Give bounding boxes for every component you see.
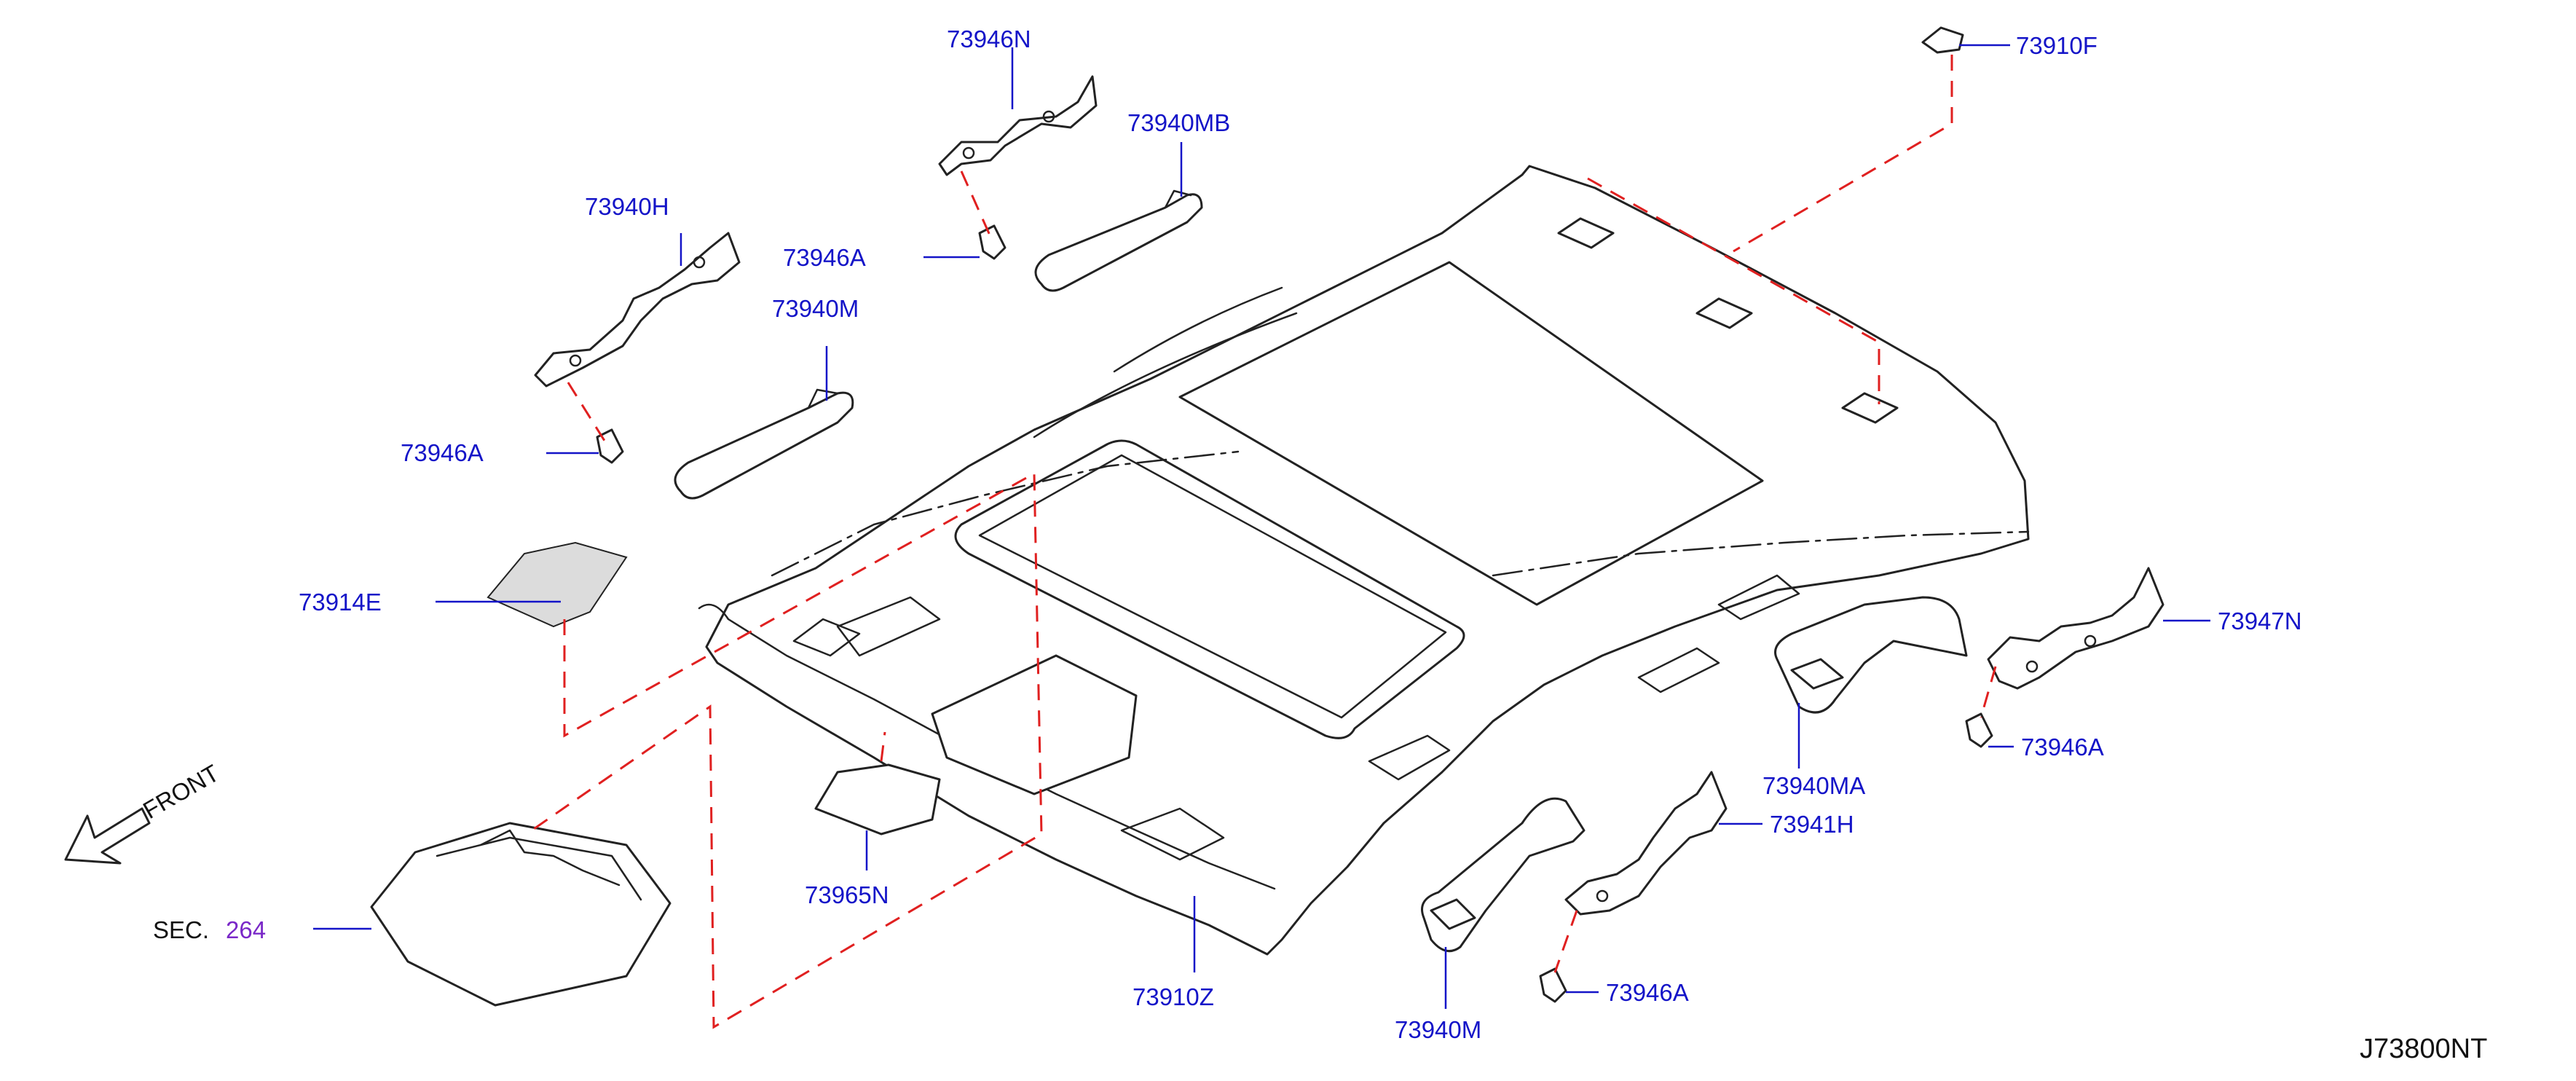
label-73940MA[interactable]: 73940MA <box>1762 772 1865 799</box>
front-label: FRONT <box>138 759 224 824</box>
label-73940M-upper[interactable]: 73940M <box>772 295 859 322</box>
map-lamp-sec264[interactable] <box>370 822 671 1007</box>
clip-73910F[interactable] <box>1921 26 1964 54</box>
label-73940MB[interactable]: 73940MB <box>1127 109 1230 136</box>
label-73946A-right[interactable]: 73946A <box>2021 734 2104 760</box>
label-73965N[interactable]: 73965N <box>805 881 889 908</box>
pad-73914E[interactable] <box>487 541 628 628</box>
label-73940H[interactable]: 73940H <box>585 193 669 220</box>
bracket-73941H[interactable] <box>1564 771 1728 916</box>
clip-73946A-right[interactable] <box>1965 712 1993 748</box>
label-73914E[interactable]: 73914E <box>299 589 382 616</box>
section-ref-number[interactable]: 264 <box>226 916 266 943</box>
part-labels: 73946N 73910F 73940MB 73940H 73946A 7394… <box>138 25 2487 1064</box>
bracket-73947N[interactable] <box>1987 567 2165 690</box>
label-73946A-upper-left[interactable]: 73946A <box>783 244 866 271</box>
label-73947N[interactable]: 73947N <box>2218 608 2302 634</box>
lamp-lens-73965N[interactable] <box>814 763 941 836</box>
clip-73946A-top[interactable] <box>978 224 1007 260</box>
bracket-73940H[interactable] <box>534 232 741 388</box>
drawing-code: J73800NT <box>2360 1034 2487 1064</box>
section-ref-prefix: SEC. <box>153 916 209 943</box>
label-73910F[interactable]: 73910F <box>2016 32 2098 59</box>
leader-lines <box>313 44 2210 1009</box>
label-73940M-lower[interactable]: 73940M <box>1395 1016 1481 1043</box>
grip-73940M-upper[interactable] <box>674 388 854 500</box>
assembly-guides <box>531 55 1997 1029</box>
grip-73940MA[interactable] <box>1774 596 1968 714</box>
grip-73940M-lower[interactable] <box>1421 797 1586 953</box>
headliner-panel[interactable] <box>698 165 2030 956</box>
label-73946A-left[interactable]: 73946A <box>401 439 484 466</box>
label-73941H[interactable]: 73941H <box>1770 811 1854 838</box>
label-73910Z[interactable]: 73910Z <box>1133 983 1214 1010</box>
clip-73946A-bottom[interactable] <box>1539 967 1567 1003</box>
label-73946N[interactable]: 73946N <box>947 25 1031 52</box>
label-73946A-bottom[interactable]: 73946A <box>1606 979 1689 1006</box>
bracket-73946N[interactable] <box>938 75 1098 176</box>
front-arrow-icon <box>64 807 151 865</box>
grip-73940MB[interactable] <box>1034 189 1203 292</box>
